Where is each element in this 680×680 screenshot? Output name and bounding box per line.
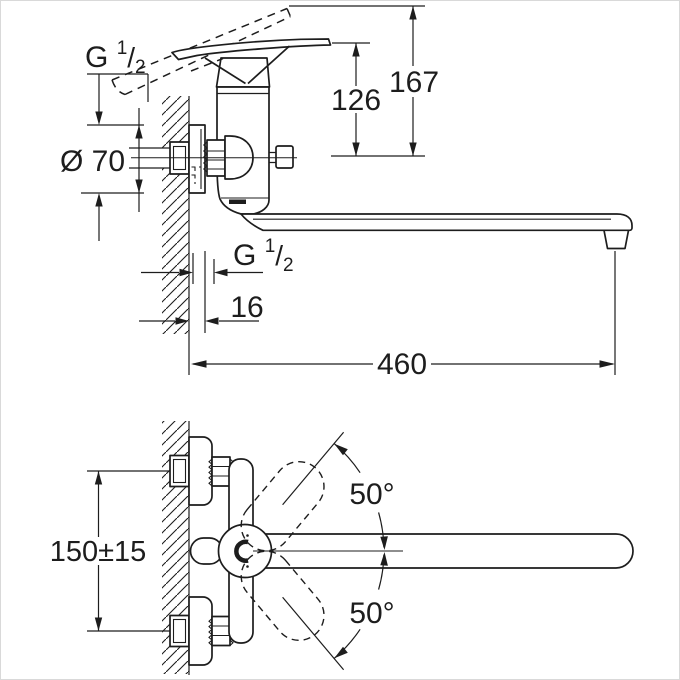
spout <box>240 213 633 232</box>
dim-label-126: 126 <box>331 84 381 117</box>
hidden-pipe-dashes <box>191 166 201 184</box>
aerator <box>603 229 630 250</box>
dim-label-460: 460 <box>377 348 427 381</box>
dim-167: 167 <box>289 5 439 157</box>
mount-socket-bottom <box>169 614 190 648</box>
mount-socket-top <box>169 454 190 488</box>
lever-handle <box>171 38 332 85</box>
dim-label-50-down: 50° <box>349 597 394 630</box>
dim-126: 126 <box>331 42 381 156</box>
dim-thread-front: G 1/2 <box>141 236 294 284</box>
diverter-knob <box>269 145 294 169</box>
handle-position-down-dashed <box>240 550 325 642</box>
dim-150: 150±15 <box>50 471 147 631</box>
handle-position-up-dashed <box>240 460 325 552</box>
escutcheon-plan-bottom <box>188 596 213 666</box>
dim-label-167: 167 <box>389 66 439 99</box>
temp-indicator <box>234 534 249 568</box>
dim-label-g-half-front: G 1/2 <box>233 236 294 276</box>
dim-diameter-70: Ø 70 <box>60 108 144 241</box>
dim-16: 16 <box>139 251 264 333</box>
escutcheon-side <box>188 124 206 194</box>
temperature-stop-mark <box>229 199 246 204</box>
dim-label-150: 150±15 <box>50 536 147 568</box>
side-view: G 1/2 Ø 70 126 167 G 1/2 <box>60 5 633 381</box>
plan-view: 50° 50° 150±15 <box>50 421 634 675</box>
dim-460: 460 <box>191 251 616 381</box>
dim-label-g-half-inlet: G 1/2 <box>85 38 146 78</box>
dim-label-16: 16 <box>230 291 263 324</box>
dim-thread-inlet: G 1/2 <box>85 38 149 125</box>
escutcheon-plan-top <box>188 436 213 506</box>
wall-hatching <box>162 96 189 334</box>
mount-extension-lines <box>87 470 170 632</box>
dim-angle-down: 50° <box>282 552 395 671</box>
dim-label-50-up: 50° <box>349 478 394 511</box>
dim-angle-up: 50° <box>282 431 395 550</box>
lever-raised-dashed <box>111 7 292 96</box>
dim-label-dia70: Ø 70 <box>60 145 125 178</box>
